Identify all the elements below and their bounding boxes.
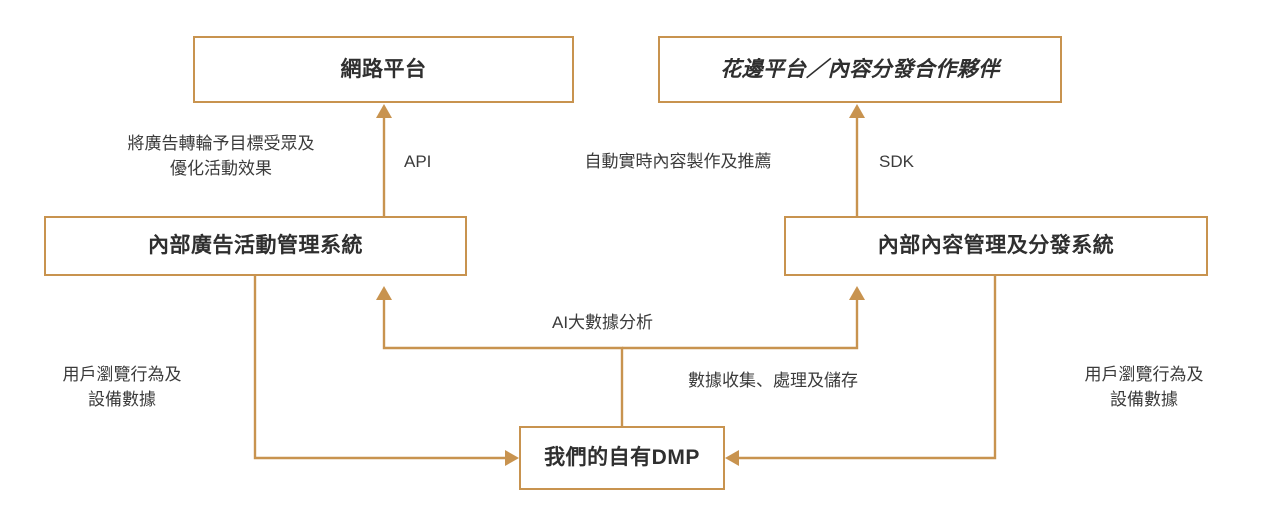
edge-label-ai-bigdata: AI大數據分析	[552, 313, 654, 332]
edge-label-user-behavior-right: 用戶瀏覽行為及 設備數據	[1084, 365, 1204, 409]
connector-dmp-to-content-system	[622, 286, 865, 350]
node-content-system[interactable]: 內部內容管理及分發系統	[784, 216, 1208, 276]
edge-label-sdk: SDK	[879, 152, 914, 171]
node-edge-platform-label: 花邊平台／內容分發合作夥伴	[720, 57, 1000, 81]
node-web-platform[interactable]: 網路平台	[193, 36, 574, 103]
node-content-system-label: 內部內容管理及分發系統	[877, 234, 1115, 258]
node-edge-platform[interactable]: 花邊平台／內容分發合作夥伴	[658, 36, 1062, 103]
node-web-platform-label: 網路平台	[340, 57, 427, 81]
connector-ad-system-to-web-platform	[376, 104, 392, 216]
node-ad-campaign-system[interactable]: 內部廣告活動管理系統	[44, 216, 467, 276]
edge-label-data-pipeline: 數據收集、處理及儲存	[688, 371, 858, 390]
connector-content-system-to-edge-platform	[849, 104, 865, 216]
connector-dmp-to-ad-system	[376, 286, 624, 426]
edge-label-api: API	[404, 152, 432, 171]
node-own-dmp-label: 我們的自有DMP	[544, 446, 700, 470]
edge-label-auto-content: 自動實時內容製作及推薦	[584, 152, 772, 171]
edge-label-user-behavior-left: 用戶瀏覽行為及 設備數據	[62, 365, 182, 409]
node-ad-campaign-system-label: 內部廣告活動管理系統	[148, 234, 363, 258]
connector-content-system-to-dmp	[725, 276, 997, 466]
node-own-dmp[interactable]: 我們的自有DMP	[519, 426, 725, 490]
edge-label-ad-delivery: 將廣告轉輪予目標受眾及 優化活動效果	[127, 134, 315, 178]
connector-ad-system-to-dmp	[253, 276, 519, 466]
